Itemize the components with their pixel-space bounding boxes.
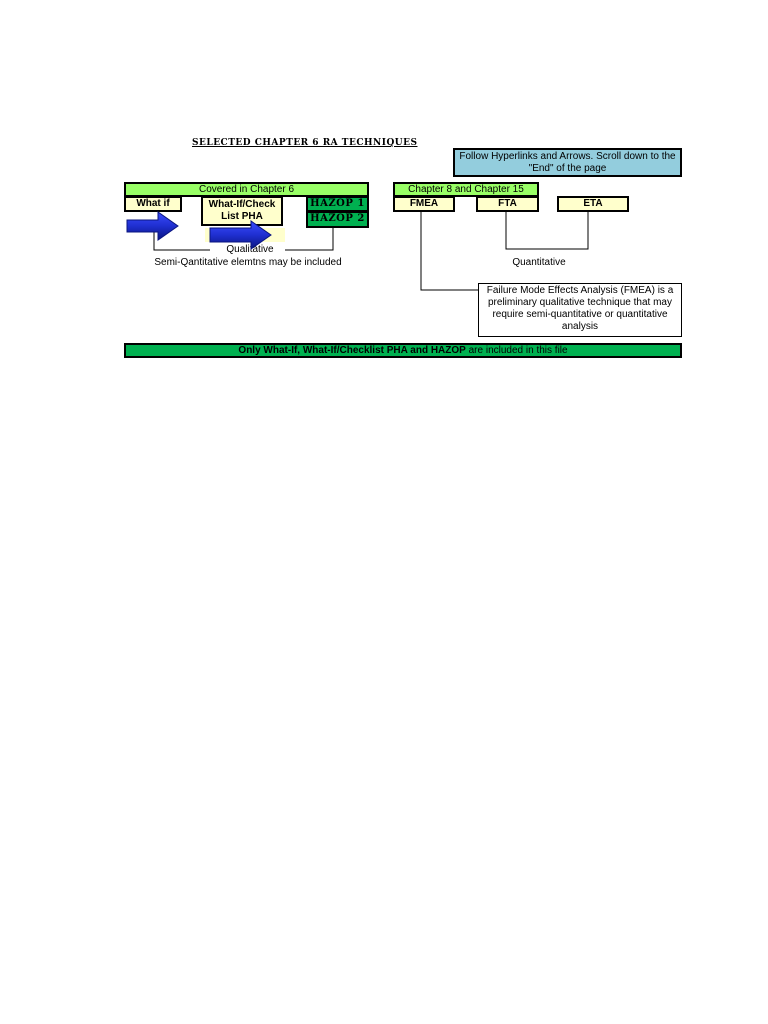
- navigation-note: Follow Hyperlinks and Arrows. Scroll dow…: [453, 148, 682, 177]
- scope-bar-bold-text: Only What-If, What-If/Checklist PHA and …: [238, 345, 466, 356]
- arrow-right-icon[interactable]: [209, 220, 272, 250]
- eta-link[interactable]: ETA: [557, 196, 629, 212]
- what-if-checklist-pha-link[interactable]: What-If/Check List PHA: [201, 196, 283, 226]
- fta-link[interactable]: FTA: [476, 196, 539, 212]
- qualitative-bracket-right: [285, 228, 334, 251]
- scope-bar: Only What-If, What-If/Checklist PHA and …: [124, 343, 682, 358]
- fmea-connector: [420, 212, 478, 291]
- quantitative-label: Quantitative: [512, 257, 566, 268]
- arrow-right-icon[interactable]: [126, 211, 179, 241]
- semi-quantitative-label: Semi-Qantitative elemtns may be included: [154, 257, 342, 268]
- qualitative-bracket-left: [153, 228, 210, 251]
- fmea-description: Failure Mode Effects Analysis (FMEA) is …: [478, 283, 682, 337]
- chapter-8-15-header: Chapter 8 and Chapter 15: [393, 182, 539, 197]
- what-if-link[interactable]: What if: [124, 196, 182, 212]
- hazop-2-link[interactable]: HAZOP 2: [306, 211, 369, 228]
- quantitative-bracket: [505, 212, 589, 250]
- fmea-link[interactable]: FMEA: [393, 196, 455, 212]
- scope-bar-text: are included in this file: [465, 345, 568, 356]
- qualitative-label: Qualitative: [226, 244, 274, 255]
- page-title: SELECTED CHAPTER 6 RA TECHNIQUES: [192, 138, 418, 148]
